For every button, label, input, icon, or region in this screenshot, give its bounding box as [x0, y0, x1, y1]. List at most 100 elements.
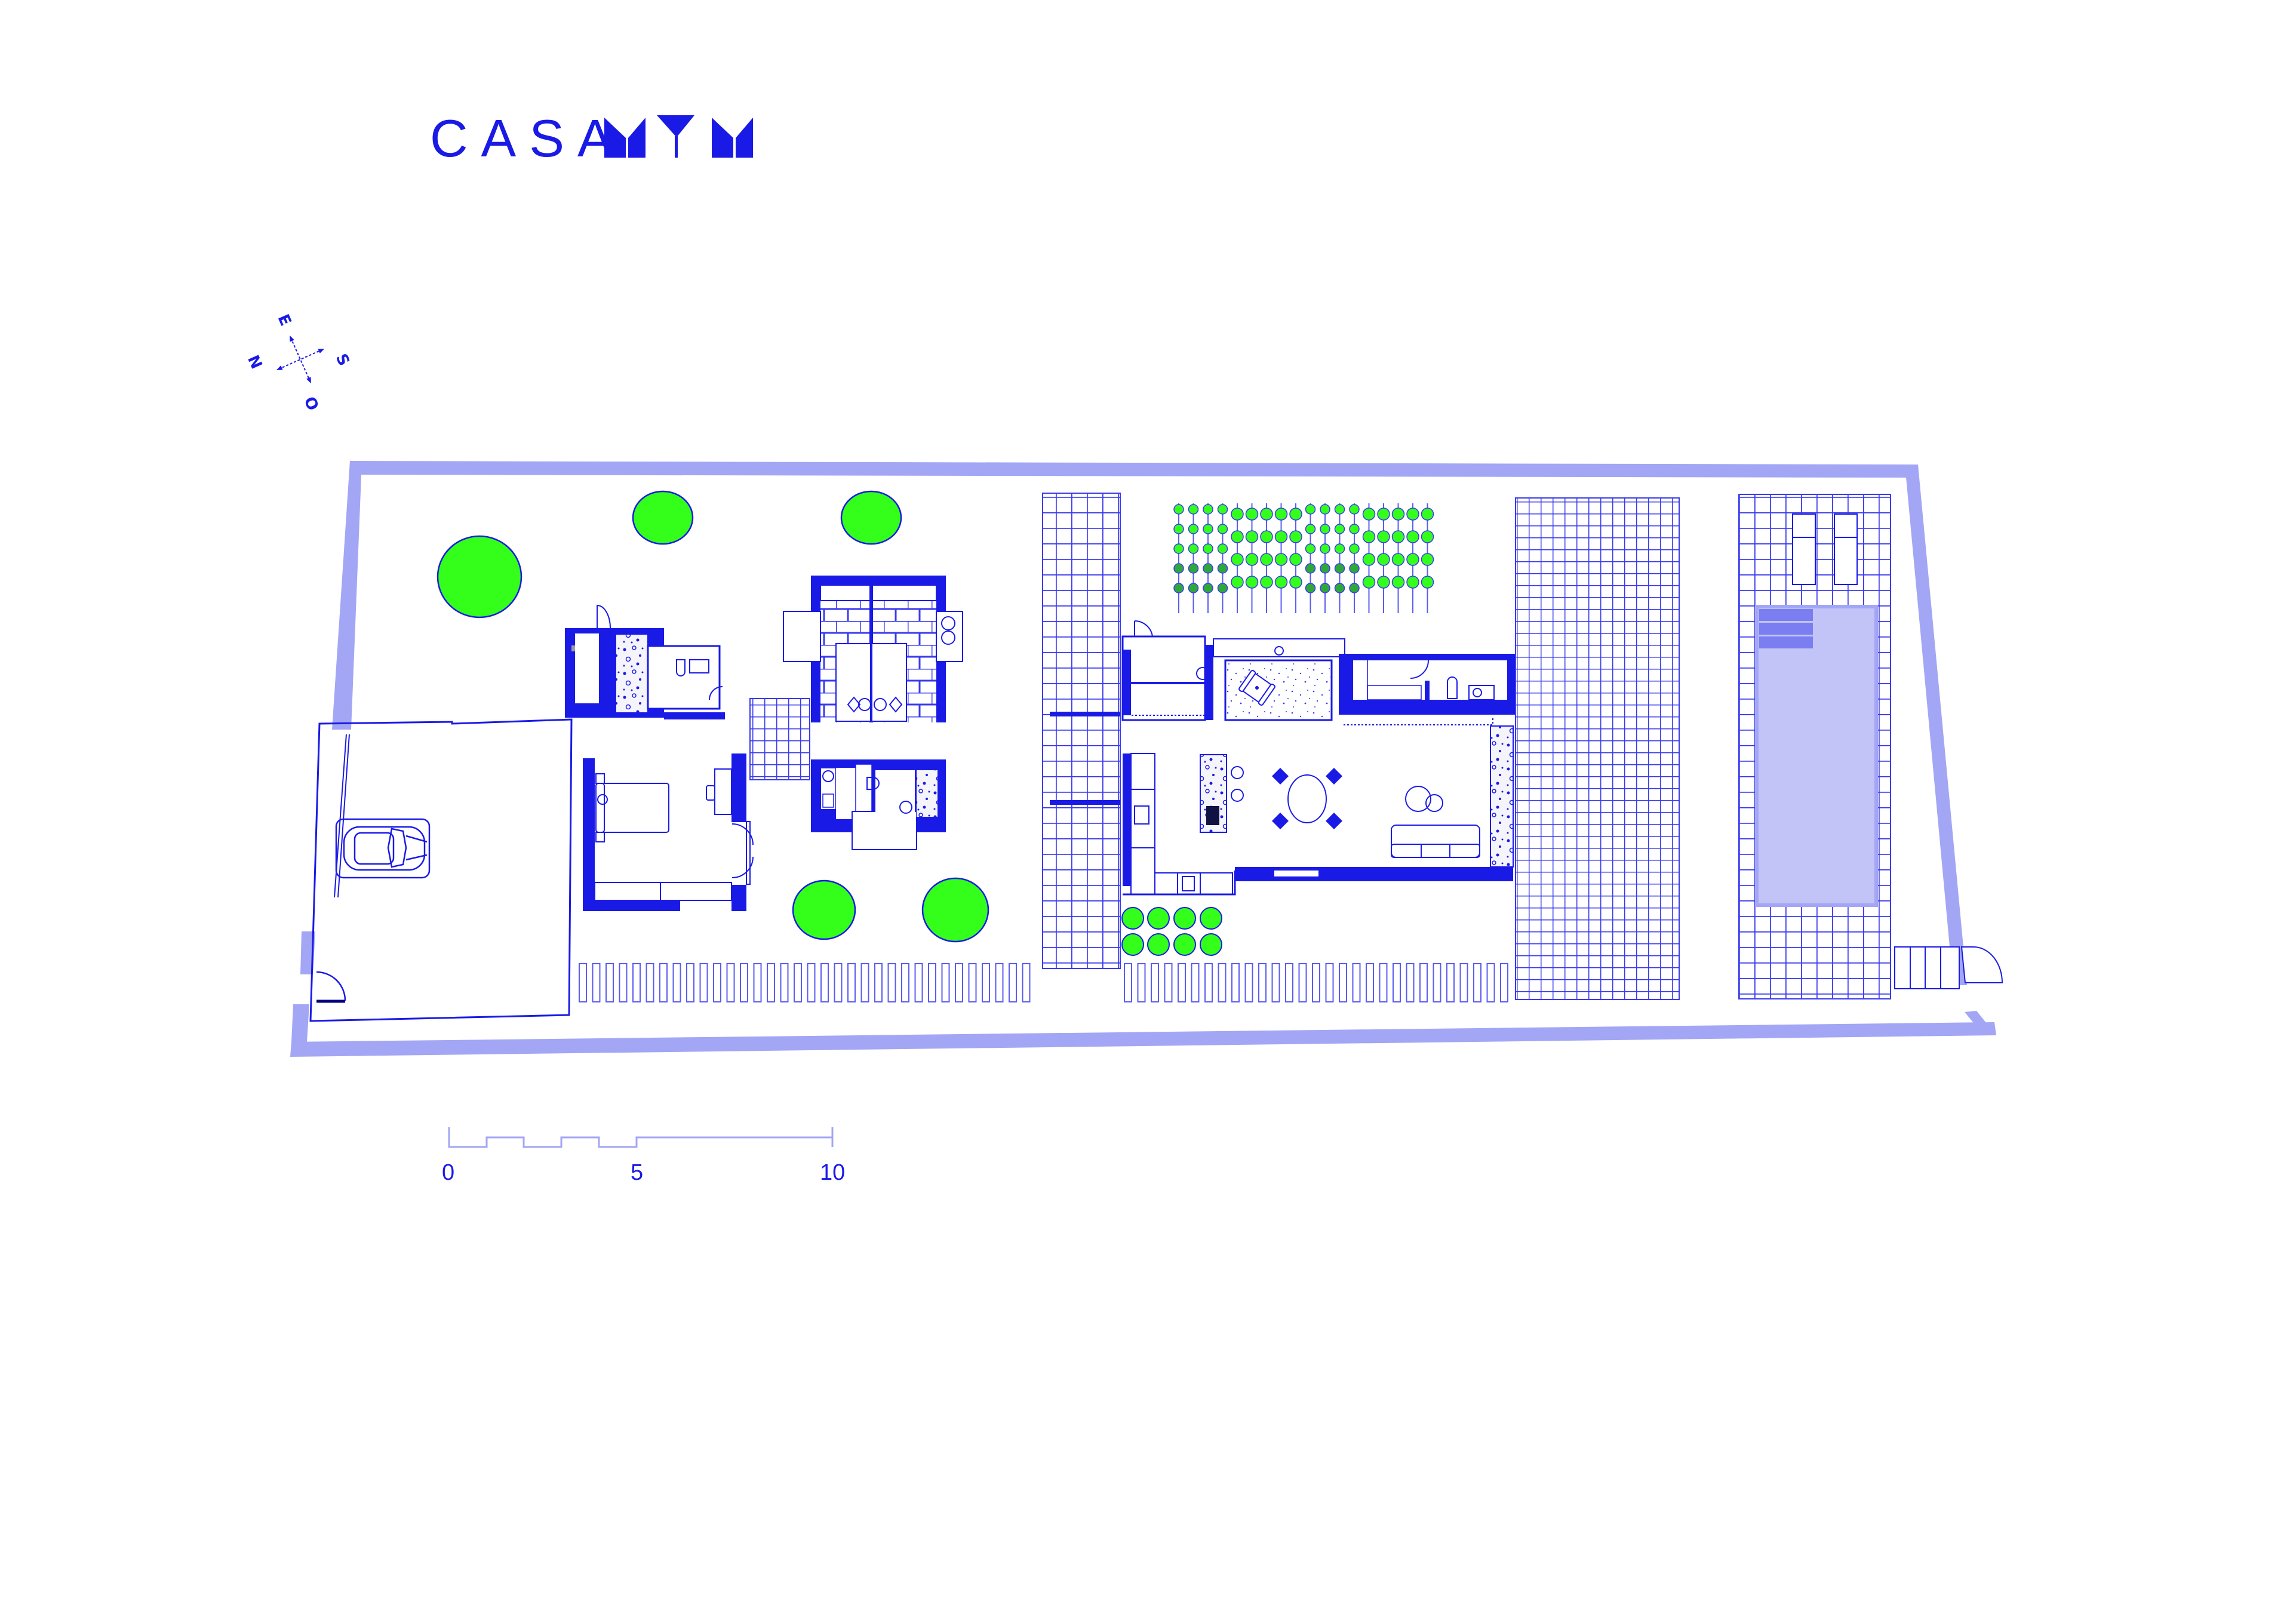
- planter-slat: [672, 963, 681, 1002]
- patio-tiles: [749, 698, 810, 780]
- orchard-tree-icon: [1245, 508, 1259, 521]
- twin-bedroom: [783, 576, 963, 722]
- orchard-tree-icon: [1320, 524, 1330, 534]
- planter-slat: [579, 963, 587, 1002]
- planter-slat: [1137, 963, 1146, 1002]
- stool-icon: [1231, 789, 1244, 802]
- planter-slat: [834, 963, 843, 1002]
- guest-bathroom-block: [565, 604, 725, 719]
- planter-slat: [901, 963, 909, 1002]
- orchard-tree-icon: [1188, 563, 1199, 574]
- garage: [309, 718, 573, 1022]
- orchard-tree-icon: [1421, 553, 1434, 566]
- orchard-tree-icon: [1173, 563, 1184, 574]
- orchard-tree-icon: [1274, 508, 1288, 521]
- orchard-tree-icon: [1362, 576, 1376, 589]
- orchard-tree-icon: [1362, 508, 1376, 521]
- planter-slat: [646, 963, 654, 1002]
- planter-slat: [1500, 963, 1508, 1002]
- orchard-tree-icon: [1320, 563, 1330, 574]
- bed-icon: [835, 643, 871, 722]
- door-swing-icon: [597, 604, 611, 629]
- planter-slat: [619, 963, 628, 1002]
- compass-south: S: [332, 351, 353, 368]
- orchard-tree-icon: [1406, 530, 1419, 543]
- orchard-tree-icon: [1391, 576, 1405, 589]
- orchard-tree-icon: [1245, 530, 1259, 543]
- planter-slat: [1124, 963, 1132, 1002]
- sink-icon: [899, 801, 912, 814]
- planter-slat: [928, 963, 936, 1002]
- planter-slat: [740, 963, 748, 1002]
- bathroom-laundry-block: [811, 759, 946, 850]
- tree-icon: [437, 535, 522, 619]
- planter-slat: [1473, 963, 1481, 1002]
- orchard-tree-icon: [1274, 576, 1288, 589]
- sofa-icon: [1391, 825, 1480, 858]
- planter-slat: [968, 963, 977, 1002]
- planter-slat: [1312, 963, 1320, 1002]
- orchard-tree-icon: [1406, 508, 1419, 521]
- orchard-tree-icon: [1274, 553, 1288, 566]
- kitchen-island: [1200, 754, 1227, 833]
- orchard-tree-icon: [1289, 508, 1302, 521]
- planter-slat: [753, 963, 762, 1002]
- planter-slat: [1298, 963, 1307, 1002]
- planter-slat: [686, 963, 694, 1002]
- orchard-tree-icon: [1203, 563, 1213, 574]
- orchard-tree-icon: [1217, 524, 1228, 534]
- planter-slat: [1446, 963, 1455, 1002]
- planter-slat: [632, 963, 641, 1002]
- planter-slat: [847, 963, 856, 1002]
- orchard-tree-icon: [1421, 576, 1434, 589]
- armchair-icon: [1238, 670, 1275, 706]
- planter-slat: [1231, 963, 1240, 1002]
- orchard-tree-icon: [1173, 583, 1184, 593]
- planter-slat: [1339, 963, 1347, 1002]
- orchard-tree-icon: [1188, 504, 1199, 515]
- orchard-tree-icon: [1305, 504, 1316, 515]
- orchard-tree-icon: [1231, 576, 1244, 589]
- planter-slat: [874, 963, 883, 1002]
- orchard-tree-icon: [1260, 553, 1273, 566]
- tree-icon: [632, 490, 694, 545]
- orchard-tree-icon: [1260, 508, 1273, 521]
- planter-slat: [592, 963, 601, 1002]
- sun-lounger-icon: [1834, 513, 1858, 585]
- bed-icon: [595, 773, 669, 842]
- planter-slat: [1379, 963, 1388, 1002]
- sun-lounger-icon: [1792, 513, 1816, 585]
- toilet-icon: [1447, 676, 1458, 699]
- orchard-tree-icon: [1231, 530, 1244, 543]
- planter-slat: [767, 963, 775, 1002]
- orchard-tree-icon: [1334, 504, 1345, 515]
- orchard-tree-icon: [1203, 543, 1213, 554]
- orchard-tree-icon: [1349, 583, 1360, 593]
- planter-slat: [1419, 963, 1428, 1002]
- orchard-tree-icon: [1188, 524, 1199, 534]
- orchard-tree-icon: [1217, 543, 1228, 554]
- orchard-tree-icon: [1203, 524, 1213, 534]
- scale-label-10: 10: [820, 1160, 845, 1185]
- planter-slat: [1366, 963, 1374, 1002]
- car-icon: [335, 818, 431, 879]
- orchard-tree-icon: [1203, 504, 1213, 515]
- orchard-tree-icon: [1274, 530, 1288, 543]
- orchard-tree-icon: [1334, 583, 1345, 593]
- orchard-tree-icon: [1173, 504, 1184, 515]
- orchard-tree-icon: [1334, 543, 1345, 554]
- orchard-tree-icon: [1188, 543, 1199, 554]
- swimming-pool: [1755, 605, 1878, 907]
- stairs-icon: [1894, 946, 1960, 989]
- planter-slat: [1352, 963, 1361, 1002]
- planter-slat: [955, 963, 963, 1002]
- planter-slat: [1244, 963, 1253, 1002]
- orchard-tree-icon: [1406, 576, 1419, 589]
- orchard-tree-icon: [1391, 553, 1405, 566]
- orchard-tree-icon: [1320, 543, 1330, 554]
- site-boundary-wall: [290, 461, 1996, 1057]
- title-casa: CASA: [430, 109, 626, 168]
- planter-slat: [1459, 963, 1468, 1002]
- planter-slat: [982, 963, 990, 1002]
- orchard-tree-icon: [1173, 524, 1184, 534]
